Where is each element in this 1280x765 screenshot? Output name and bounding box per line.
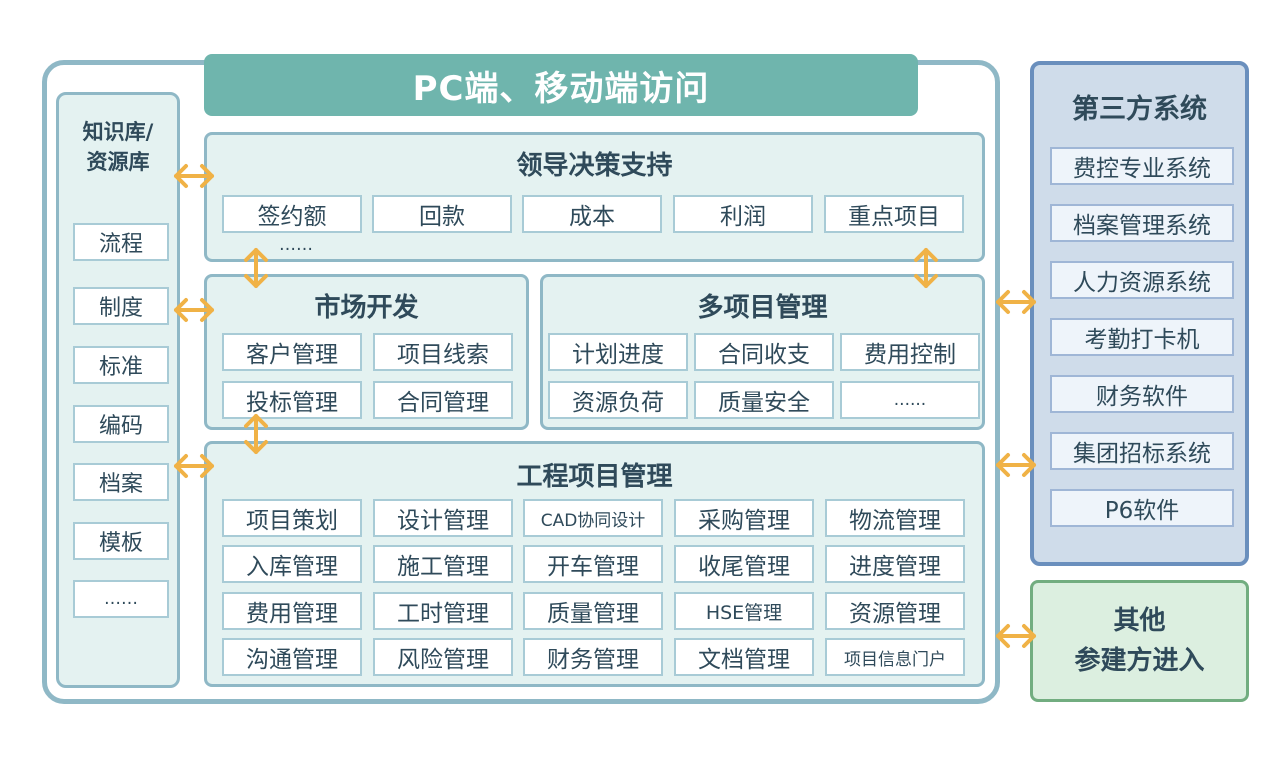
leadership-item: 重点项目 [824,195,964,233]
market-title: 市场开发 [314,293,419,323]
access-banner: PC端、移动端访问 [204,54,918,116]
engineering-panel: 工程项目管理 项目策划设计管理 CAD协同设计采购管理物流管理入库管理施工管理开车… [204,441,985,687]
double-headed-arrow-icon [174,164,214,188]
kb-item-template: 模板 [73,522,169,560]
engineering-item: 设计管理 [373,499,513,537]
engineering-item: 开车管理 [523,545,663,583]
engineering-item: 财务管理 [523,638,663,676]
double-headed-arrow-icon [244,414,268,454]
leadership-more: …… [279,235,313,255]
leadership-item: 签约额 [222,195,362,233]
leadership-item: 成本 [522,195,662,233]
knowledge-library-panel: 知识库/ 资源库 流程 制度 标准 编码 档案 模板 …… [56,92,180,688]
market-panel: 市场开发 客户管理 项目线索 投标管理 合同管理 [204,274,529,430]
engineering-item: 风险管理 [373,638,513,676]
engineering-item: 收尾管理 [674,545,814,583]
third-party-title: 第三方系统 [1072,94,1207,125]
engineering-item: 工时管理 [373,592,513,630]
third-party-panel: 第三方系统 费控专业系统 档案管理系统 人力资源系统 考勤打卡机 财务软件 集团… [1030,61,1249,566]
multi-item: 费用控制 [840,333,980,371]
double-headed-arrow-icon [244,248,268,288]
engineering-item: 施工管理 [373,545,513,583]
engineering-item: 质量管理 [523,592,663,630]
multi-item: 合同收支 [694,333,834,371]
engineering-item: 采购管理 [674,499,814,537]
engineering-item: HSE管理 [674,592,814,630]
other-participants-line2: 参建方进入 [1074,646,1205,676]
kb-item-more: …… [73,580,169,618]
engineering-title: 工程项目管理 [516,462,673,492]
third-party-item: 费控专业系统 [1050,147,1234,185]
third-party-item: 集团招标系统 [1050,432,1234,470]
engineering-item: 沟通管理 [222,638,362,676]
market-item: 合同管理 [373,381,513,419]
double-headed-arrow-icon [996,624,1036,648]
engineering-item: 物流管理 [825,499,965,537]
market-item: 客户管理 [222,333,362,371]
multi-item: 质量安全 [694,381,834,419]
double-headed-arrow-icon [914,248,938,288]
third-party-item: 档案管理系统 [1050,204,1234,242]
engineering-item: CAD协同设计 [523,499,663,537]
market-item: 投标管理 [222,381,362,419]
engineering-item: 入库管理 [222,545,362,583]
multi-item-more: ...... [840,381,980,419]
leadership-item: 利润 [673,195,813,233]
multi-item: 计划进度 [548,333,688,371]
double-headed-arrow-icon [996,290,1036,314]
kb-item-standard: 标准 [73,346,169,384]
other-participants-line1: 其他 [1113,606,1166,636]
access-banner-title: PC端、移动端访问 [412,68,710,109]
third-party-item: 考勤打卡机 [1050,318,1234,356]
double-headed-arrow-icon [174,298,214,322]
engineering-item: 费用管理 [222,592,362,630]
leadership-item: 回款 [372,195,512,233]
other-participants-panel: 其他 参建方进入 [1030,580,1249,702]
engineering-item: 项目策划 [222,499,362,537]
knowledge-library-title: 知识库/ 资源库 [82,120,154,174]
kb-item-policy: 制度 [73,287,169,325]
kb-item-archive: 档案 [73,463,169,501]
leadership-title: 领导决策支持 [516,151,673,181]
multi-project-panel: 多项目管理 计划进度 合同收支 费用控制 资源负荷 质量安全 ...... [540,274,985,430]
third-party-item: 人力资源系统 [1050,261,1234,299]
engineering-item: 项目信息门户 [825,638,965,676]
market-item: 项目线索 [373,333,513,371]
kb-item-code: 编码 [73,405,169,443]
engineering-item: 进度管理 [825,545,965,583]
engineering-item: 文档管理 [674,638,814,676]
leadership-panel: 领导决策支持 签约额 回款 成本 利润 重点项目 …… [204,132,985,262]
kb-item-flow: 流程 [73,223,169,261]
double-headed-arrow-icon [996,453,1036,477]
third-party-item: 财务软件 [1050,375,1234,413]
multi-item: 资源负荷 [548,381,688,419]
engineering-item: 资源管理 [825,592,965,630]
double-headed-arrow-icon [174,454,214,478]
third-party-item: P6软件 [1050,489,1234,527]
multi-project-title: 多项目管理 [697,293,828,323]
